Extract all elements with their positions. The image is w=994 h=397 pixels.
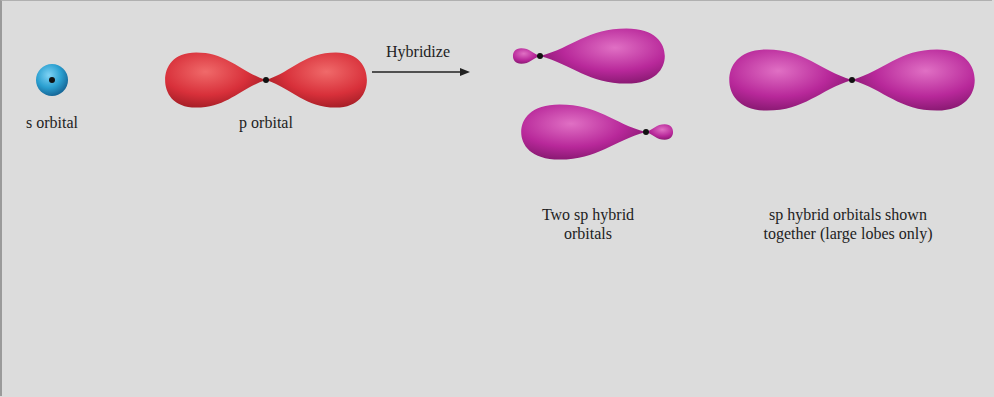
s-orbital: [36, 64, 68, 96]
sp-hybrid-top: [513, 28, 665, 83]
orbital-label: p orbital: [216, 113, 316, 132]
hybridize-arrow: [372, 68, 470, 76]
orbital-label: s orbital: [7, 113, 97, 132]
process-label: Hybridize: [368, 42, 468, 61]
sp-hybrid-bottom: [521, 104, 673, 159]
orbital-label: sp hybrid orbitals shown together (large…: [761, 205, 936, 243]
p-orbital: [165, 52, 367, 107]
sp-hybrids-together: [729, 49, 974, 110]
orbital-label: Two sp hybrid orbitals: [523, 205, 653, 243]
